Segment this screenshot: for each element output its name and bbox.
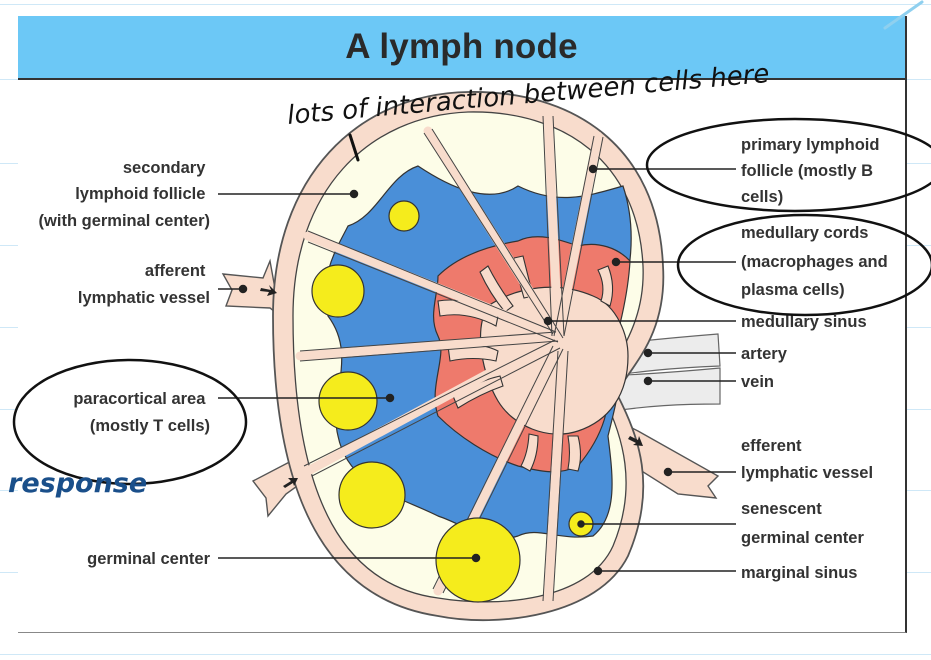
label-efferent-vessel: efferent lymphatic vessel (741, 437, 873, 482)
label-paracortical-area: paracortical area (mostly T cells) (73, 390, 210, 435)
trabeculae (295, 111, 603, 606)
germinal-center-4 (338, 461, 406, 529)
germinal-center-1 (388, 200, 420, 232)
germinal-center-3 (318, 371, 378, 431)
flow-arrows (260, 285, 643, 488)
label-artery: artery (741, 345, 788, 363)
label-marginal-sinus: marginal sinus (741, 564, 857, 582)
label-medullary-sinus: medullary sinus (741, 313, 867, 331)
label-secondary-follicle: secondary lymphoid follicle (with germin… (39, 159, 210, 230)
leader-lines (218, 164, 736, 576)
title-bar: A lymph node (18, 16, 905, 80)
label-germinal-center: germinal center (87, 550, 210, 568)
germinal-center-2 (311, 264, 365, 318)
vein-vessel (607, 367, 721, 412)
label-primary-follicle: primary lymphoid follicle (mostly B cell… (741, 136, 884, 206)
ruled-line (0, 4, 931, 5)
label-senescent-germinal-center: senescent germinal center (741, 500, 864, 547)
ruled-line (0, 654, 931, 655)
label-afferent-vessel: afferent lymphatic vessel (78, 262, 210, 307)
lymph-node-diagram: secondary lymphoid follicle (with germin… (39, 91, 892, 622)
diagram-title: A lymph node (345, 27, 578, 66)
label-vein: vein (741, 373, 774, 391)
label-medullary-cords: medullary cords (macrophages and plasma … (741, 224, 892, 299)
diagram-image: A lymph node (18, 16, 907, 633)
